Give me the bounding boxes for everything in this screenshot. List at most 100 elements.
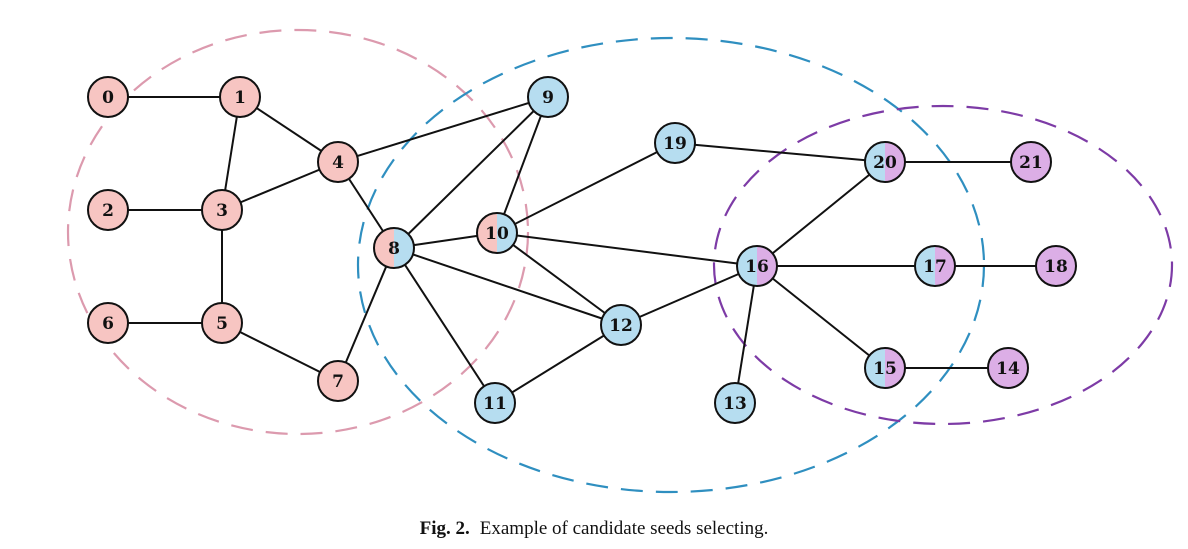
- node-12-outline: [600, 304, 642, 346]
- node-16-label: 16: [745, 257, 769, 277]
- node-1-fill: [220, 77, 260, 117]
- node-4-outline: [317, 141, 359, 183]
- edge-10-16: [496, 232, 758, 267]
- node-10: 10: [476, 212, 518, 254]
- node-21: 21: [1010, 141, 1052, 183]
- node-15-right-half: [885, 348, 905, 388]
- node-6-fill: [88, 303, 128, 343]
- node-5: 5: [201, 302, 243, 344]
- node-2-label: 2: [102, 201, 114, 221]
- node-15: 15: [864, 347, 906, 389]
- edge-10-9: [496, 96, 549, 234]
- node-14: 14: [987, 347, 1029, 389]
- node-15-label: 15: [873, 359, 897, 379]
- edge-10-19: [496, 142, 676, 234]
- node-0-outline: [87, 76, 129, 118]
- node-14-outline: [987, 347, 1029, 389]
- node-17: 17: [914, 245, 956, 287]
- edge-12-16: [620, 265, 758, 326]
- figure-caption-text: Example of candidate seeds selecting.: [479, 518, 769, 539]
- edge-4-9: [337, 96, 549, 163]
- edge-8-9: [393, 96, 549, 249]
- node-8: 8: [373, 227, 415, 269]
- node-3: 3: [201, 189, 243, 231]
- node-3-fill: [202, 190, 242, 230]
- node-12: 12: [600, 304, 642, 346]
- node-14-fill: [988, 348, 1028, 388]
- pink-community-region: [66, 28, 530, 436]
- node-11-outline: [474, 382, 516, 424]
- node-13-fill: [715, 383, 755, 423]
- node-11: 11: [474, 382, 516, 424]
- figure-label: Fig. 2.: [419, 518, 470, 539]
- edge-10-12: [496, 232, 622, 326]
- node-11-label: 11: [483, 394, 507, 414]
- node-7: 7: [317, 360, 359, 402]
- node-14-label: 14: [996, 359, 1020, 379]
- node-7-fill: [318, 361, 358, 401]
- node-15-outline: [864, 347, 906, 389]
- node-13: 13: [714, 382, 756, 424]
- node-18-fill: [1036, 246, 1076, 286]
- node-7-outline: [317, 360, 359, 402]
- node-21-label: 21: [1019, 153, 1043, 173]
- node-6: 6: [87, 302, 129, 344]
- node-8-label: 8: [388, 239, 400, 259]
- node-21-fill: [1011, 142, 1051, 182]
- edge-7-8: [337, 247, 395, 382]
- node-13-outline: [714, 382, 756, 424]
- node-9: 9: [527, 76, 569, 118]
- node-9-label: 9: [542, 88, 554, 108]
- node-3-outline: [201, 189, 243, 231]
- node-17-right-half: [935, 246, 955, 286]
- node-13-label: 13: [723, 394, 747, 414]
- edge-16-15: [756, 265, 886, 369]
- node-16-left-half: [737, 246, 757, 286]
- node-0: 0: [87, 76, 129, 118]
- node-8-left-half: [374, 228, 394, 268]
- edge-8-12: [393, 247, 622, 326]
- node-19-outline: [654, 122, 696, 164]
- node-9-outline: [527, 76, 569, 118]
- node-12-fill: [601, 305, 641, 345]
- node-20-right-half: [885, 142, 905, 182]
- node-4-fill: [318, 142, 358, 182]
- node-17-outline: [914, 245, 956, 287]
- node-10-right-half: [497, 213, 517, 253]
- node-6-outline: [87, 302, 129, 344]
- node-2-fill: [88, 190, 128, 230]
- node-16-outline: [736, 245, 778, 287]
- node-1-label: 1: [234, 88, 246, 108]
- edge-16-20: [756, 161, 886, 267]
- node-16-right-half: [757, 246, 777, 286]
- edge-5-7: [221, 322, 339, 382]
- node-7-label: 7: [332, 372, 344, 392]
- node-16: 16: [736, 245, 778, 287]
- node-11-fill: [475, 383, 515, 423]
- node-0-fill: [88, 77, 128, 117]
- node-18-outline: [1035, 245, 1077, 287]
- node-8-right-half: [394, 228, 414, 268]
- node-9-fill: [528, 77, 568, 117]
- node-1-outline: [219, 76, 261, 118]
- node-10-left-half: [477, 213, 497, 253]
- node-2: 2: [87, 189, 129, 231]
- node-19-fill: [655, 123, 695, 163]
- node-19-label: 19: [663, 134, 687, 154]
- node-20-outline: [864, 141, 906, 183]
- edge-11-12: [494, 324, 622, 404]
- node-20-label: 20: [873, 153, 897, 173]
- node-5-fill: [202, 303, 242, 343]
- node-6-label: 6: [102, 314, 114, 334]
- node-12-label: 12: [609, 316, 633, 336]
- node-5-outline: [201, 302, 243, 344]
- node-4: 4: [317, 141, 359, 183]
- node-10-label: 10: [485, 224, 509, 244]
- node-19: 19: [654, 122, 696, 164]
- node-10-outline: [476, 212, 518, 254]
- node-17-left-half: [915, 246, 935, 286]
- node-8-outline: [373, 227, 415, 269]
- node-17-label: 17: [923, 257, 947, 277]
